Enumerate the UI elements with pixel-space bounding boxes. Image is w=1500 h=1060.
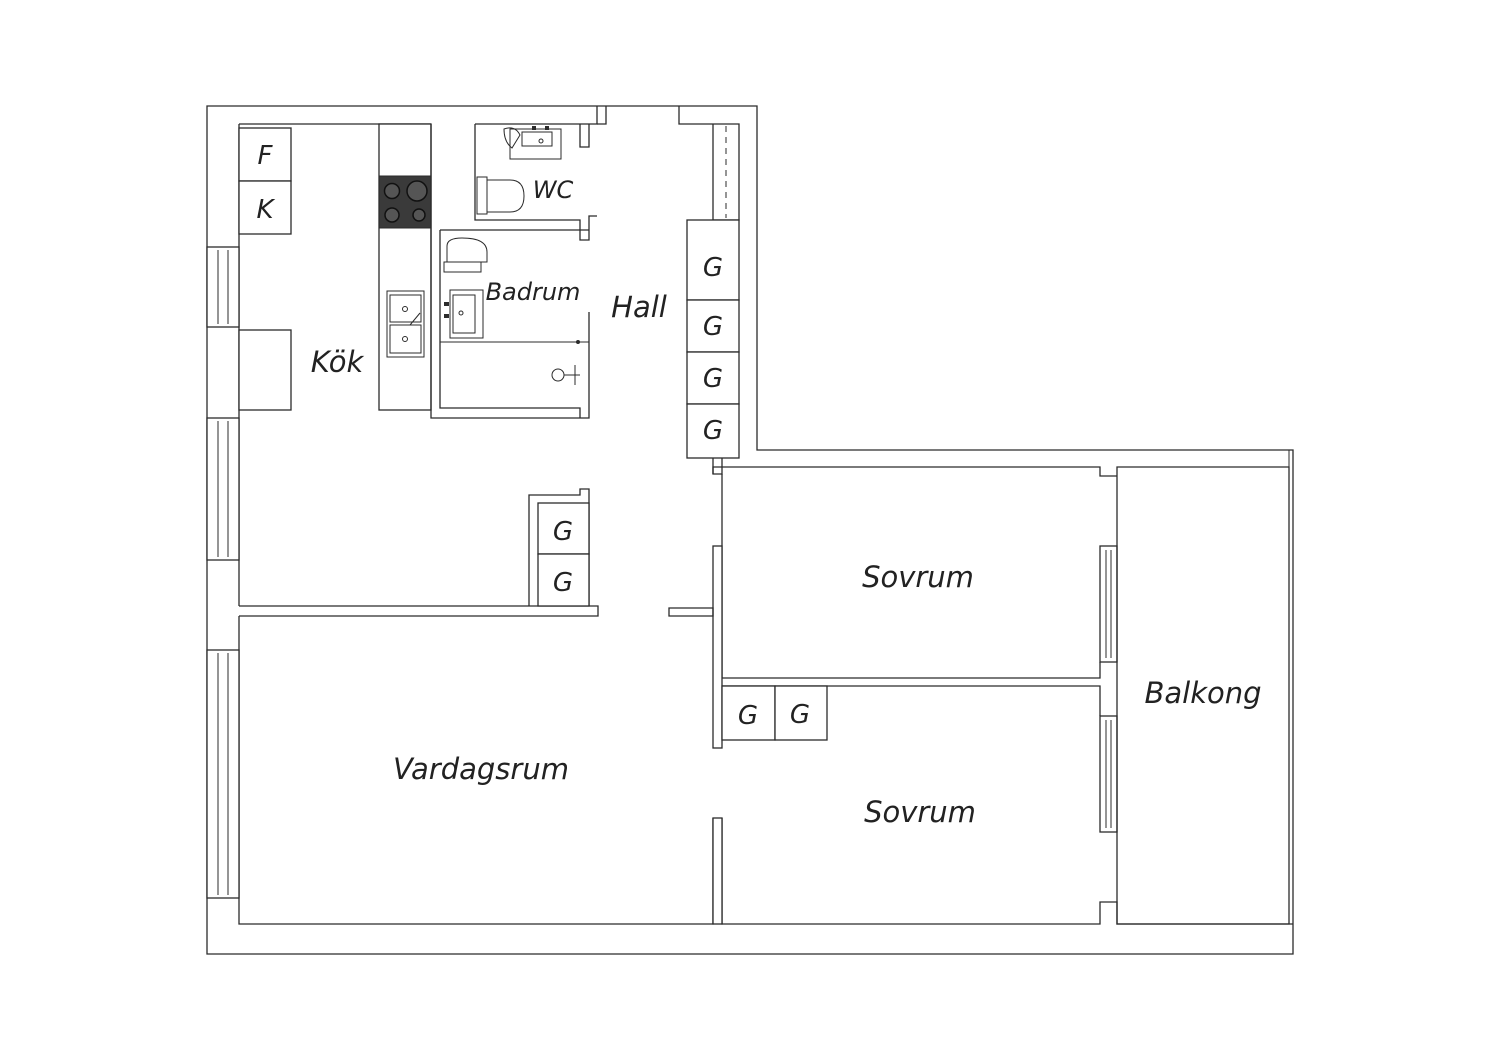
accessory xyxy=(503,127,521,149)
room-label-living-room: Vardagsrum xyxy=(393,752,569,786)
toilet-icon xyxy=(443,237,488,273)
stove-icon xyxy=(378,175,432,229)
kitchen-counter xyxy=(378,123,432,411)
bathroom-room: Badrum xyxy=(430,124,590,419)
toilet-icon xyxy=(476,176,525,215)
outer-walls xyxy=(206,105,1294,955)
shower-icon xyxy=(551,340,580,385)
kitchen-wardrobes: G G xyxy=(528,488,590,607)
kitchen-counter-left xyxy=(238,329,292,411)
wc-room: WC xyxy=(474,106,740,241)
room-label-kitchen: Kök xyxy=(311,345,365,379)
window-icon xyxy=(206,246,240,328)
window-icon xyxy=(1099,545,1118,663)
room-label-bedroom-2: Sovrum xyxy=(864,795,976,829)
fridge: K xyxy=(238,180,292,235)
wardrobe-label: G xyxy=(703,364,723,394)
bedroom-wardrobes: G G xyxy=(721,685,828,741)
balcony xyxy=(1116,450,1290,925)
room-label-wc: WC xyxy=(533,176,574,204)
hall-wardrobes: G G G G xyxy=(686,219,740,475)
wardrobe-label: G xyxy=(703,416,723,446)
room-label-bedroom-1: Sovrum xyxy=(862,560,974,594)
freezer: F xyxy=(238,127,292,182)
sink-icon xyxy=(386,290,425,358)
freezer-label: F xyxy=(258,141,274,171)
wardrobe-label: G xyxy=(703,312,723,342)
washbasin-icon xyxy=(509,126,562,160)
room-label-bathroom: Badrum xyxy=(486,278,581,306)
wardrobe-label: G xyxy=(790,700,810,730)
wardrobe-label: G xyxy=(703,253,723,283)
window-icon xyxy=(1099,715,1118,833)
wardrobe-label: G xyxy=(553,517,573,547)
window-icon xyxy=(206,649,240,899)
room-label-hall: Hall xyxy=(611,290,667,324)
window-icon xyxy=(206,417,240,561)
washbasin-icon xyxy=(444,289,484,339)
bedroom-walls xyxy=(668,466,1117,925)
fridge-label: K xyxy=(256,195,275,225)
room-label-balcony: Balkong xyxy=(1144,676,1261,710)
wardrobe-label: G xyxy=(738,701,758,731)
wardrobe-label: G xyxy=(553,568,573,598)
